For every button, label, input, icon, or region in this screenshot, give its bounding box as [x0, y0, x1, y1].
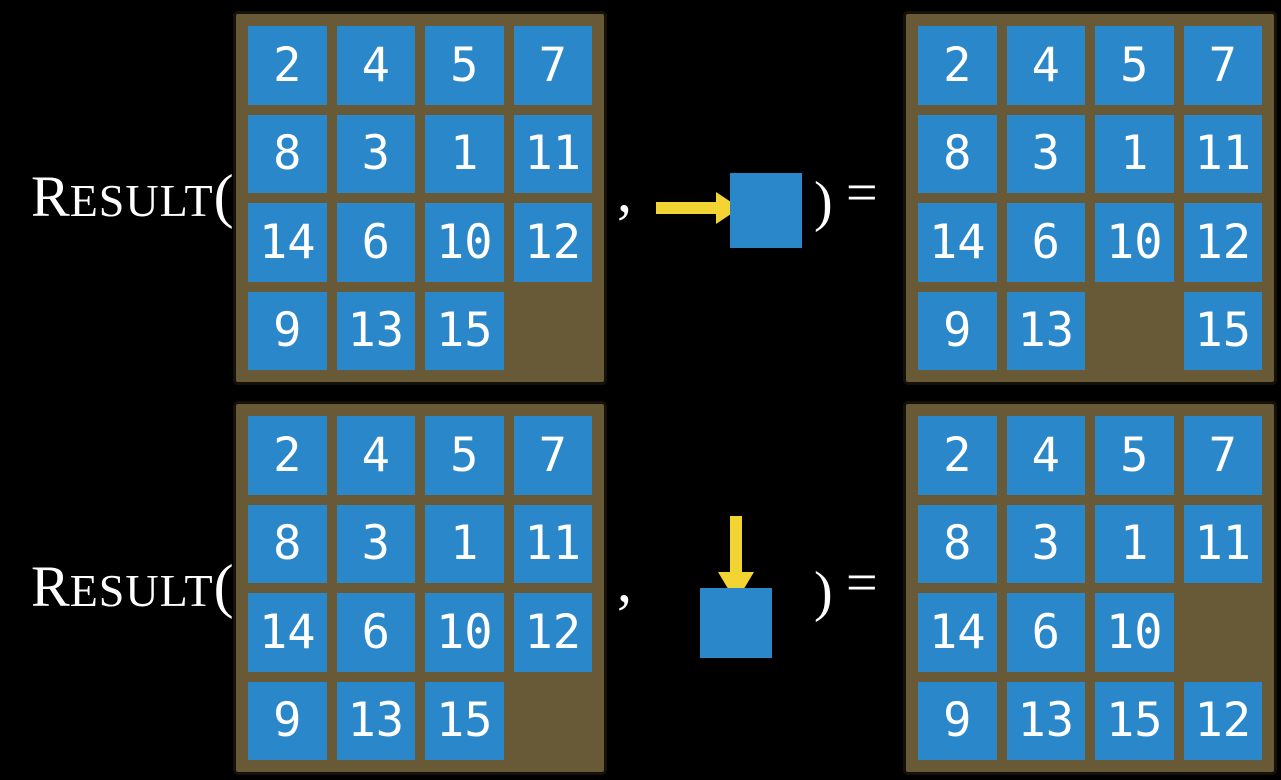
tile-13: 13 [1006, 291, 1085, 370]
tile-3: 3 [1006, 114, 1085, 193]
tile-8: 8 [918, 504, 997, 583]
result-function-label: RESULT( [31, 556, 234, 616]
tile-5: 5 [425, 416, 504, 495]
tile-1: 1 [425, 504, 504, 583]
moving-tile-square [730, 173, 802, 248]
moving-tile-square [700, 588, 772, 658]
tile-13: 13 [1006, 681, 1085, 760]
tile-6: 6 [1006, 203, 1085, 282]
tile-3: 3 [336, 504, 415, 583]
tile-5: 5 [1095, 26, 1174, 105]
tile-8: 8 [248, 114, 327, 193]
tile-9: 9 [248, 291, 327, 370]
tile-10: 10 [1095, 203, 1174, 282]
result-function-label: RESULT( [31, 166, 234, 226]
tile-12: 12 [513, 593, 592, 672]
empty-cell [514, 292, 593, 371]
tile-14: 14 [918, 593, 997, 672]
tile-6: 6 [336, 593, 415, 672]
tile-3: 3 [1006, 504, 1085, 583]
tile-10: 10 [1095, 593, 1174, 672]
tile-14: 14 [248, 203, 327, 282]
open-paren: ( [213, 553, 234, 619]
tile-11: 11 [513, 504, 592, 583]
tile-6: 6 [336, 203, 415, 282]
tile-4: 4 [1006, 26, 1085, 105]
tile-4: 4 [336, 416, 415, 495]
close-paren: ) [814, 561, 833, 623]
tile-8: 8 [918, 114, 997, 193]
empty-cell [514, 682, 593, 761]
equals-sign: = [846, 162, 878, 224]
tile-5: 5 [425, 26, 504, 105]
tile-12: 12 [1183, 681, 1262, 760]
tile-9: 9 [918, 681, 997, 760]
tile-5: 5 [1095, 416, 1174, 495]
tile-7: 7 [513, 416, 592, 495]
tile-2: 2 [918, 26, 997, 105]
function-name-rest: ESULT [69, 175, 214, 226]
tile-1: 1 [1095, 114, 1174, 193]
tile-9: 9 [918, 291, 997, 370]
tile-9: 9 [248, 681, 327, 760]
tile-1: 1 [1095, 504, 1174, 583]
tile-2: 2 [248, 416, 327, 495]
empty-cell [1184, 593, 1263, 672]
tile-4: 4 [1006, 416, 1085, 495]
tile-12: 12 [513, 203, 592, 282]
function-name-initial: R [31, 554, 70, 619]
tile-7: 7 [1183, 26, 1262, 105]
tile-3: 3 [336, 114, 415, 193]
tile-10: 10 [425, 203, 504, 282]
tile-13: 13 [336, 291, 415, 370]
tile-7: 7 [1183, 416, 1262, 495]
tile-15: 15 [1183, 291, 1262, 370]
right-arrow-icon [656, 192, 740, 224]
comma: , [617, 158, 632, 224]
tile-11: 11 [513, 114, 592, 193]
tile-14: 14 [248, 593, 327, 672]
close-paren: ) [814, 171, 833, 233]
tile-15: 15 [425, 291, 504, 370]
tile-10: 10 [425, 593, 504, 672]
equals-sign: = [846, 552, 878, 614]
tile-2: 2 [918, 416, 997, 495]
tile-11: 11 [1183, 504, 1262, 583]
comma: , [617, 548, 632, 614]
tile-8: 8 [248, 504, 327, 583]
tile-15: 15 [1095, 681, 1174, 760]
tile-7: 7 [513, 26, 592, 105]
open-paren: ( [213, 163, 234, 229]
tile-11: 11 [1183, 114, 1262, 193]
function-name-initial: R [31, 164, 70, 229]
down-arrow-icon [718, 516, 754, 602]
tile-2: 2 [248, 26, 327, 105]
function-name-rest: ESULT [69, 565, 214, 616]
tile-6: 6 [1006, 593, 1085, 672]
tile-14: 14 [918, 203, 997, 282]
tile-13: 13 [336, 681, 415, 760]
tile-15: 15 [425, 681, 504, 760]
empty-cell [1095, 292, 1174, 371]
tile-4: 4 [336, 26, 415, 105]
tile-1: 1 [425, 114, 504, 193]
tile-12: 12 [1183, 203, 1262, 282]
